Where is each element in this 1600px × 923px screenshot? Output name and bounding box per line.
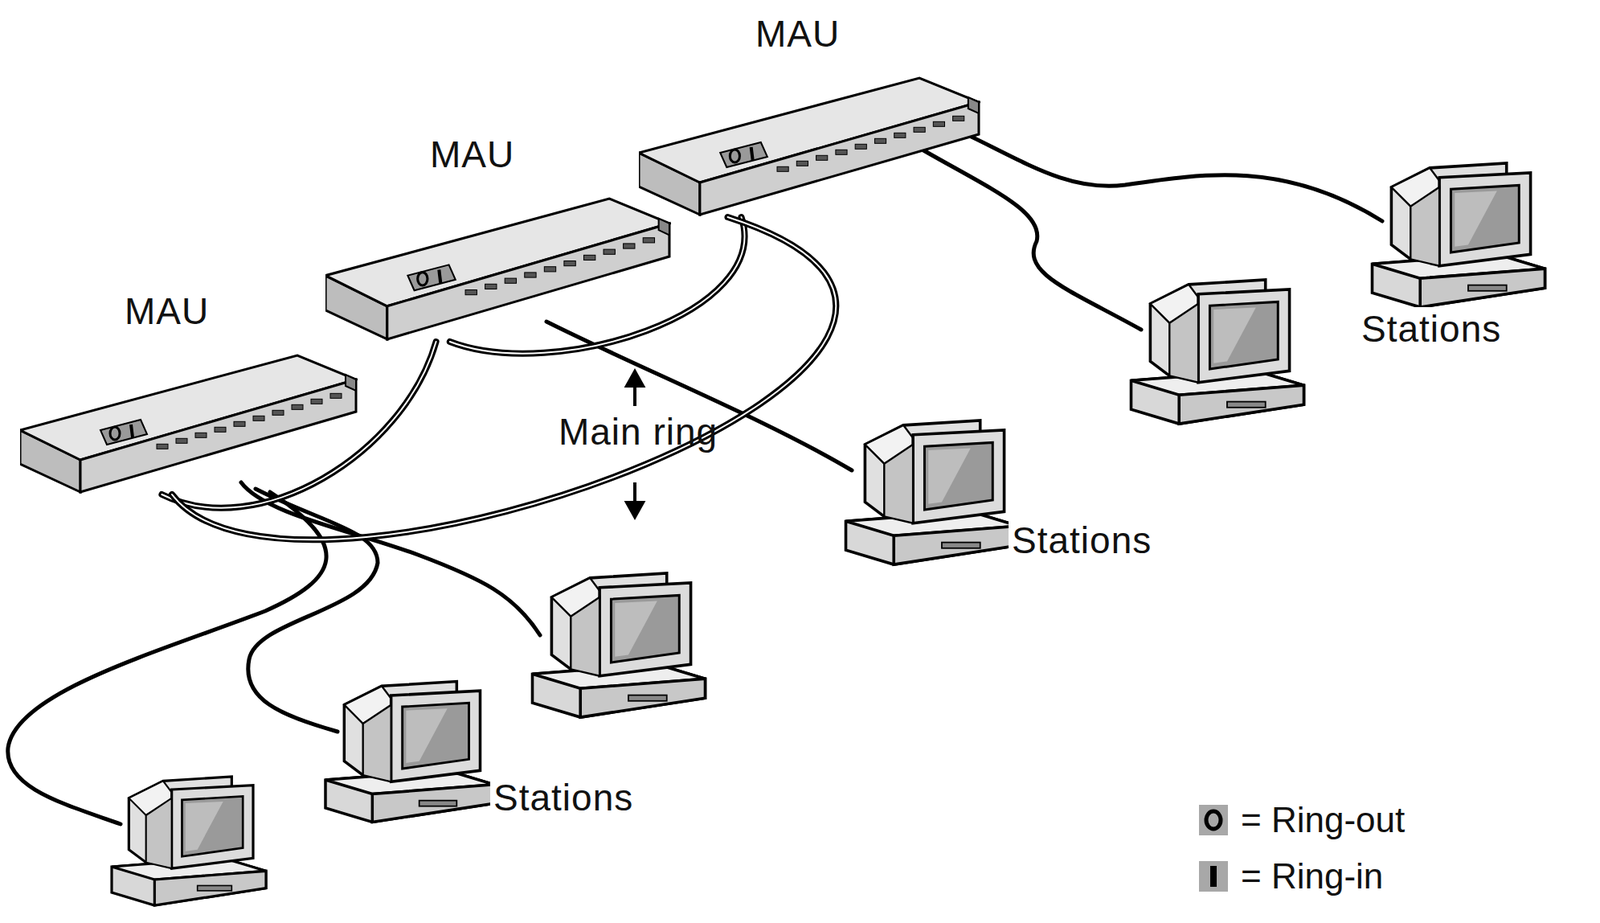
mau-unit: MAU (638, 76, 981, 217)
legend-text: = Ring-in (1240, 855, 1384, 897)
mau-unit: MAU (325, 196, 672, 342)
legend-swatch (1197, 801, 1230, 839)
ring-label: Main ring (554, 411, 722, 452)
legend-swatch (1197, 857, 1230, 895)
stations-label: Stations (1358, 306, 1505, 351)
legend-row: = Ring-in (1197, 855, 1384, 897)
mau-label: MAU (755, 12, 840, 56)
mau-label: MAU (124, 289, 209, 333)
mau-label: MAU (429, 132, 515, 176)
stations-label: Stations (1008, 518, 1155, 562)
mau-unit: MAU (20, 353, 358, 495)
legend-text: = Ring-out (1240, 799, 1405, 840)
mau-slab (20, 353, 358, 495)
stations-label: Stations (490, 775, 637, 819)
mau-slab (325, 196, 672, 342)
mau-slab (638, 76, 981, 217)
legend-row: = Ring-out (1197, 799, 1405, 840)
